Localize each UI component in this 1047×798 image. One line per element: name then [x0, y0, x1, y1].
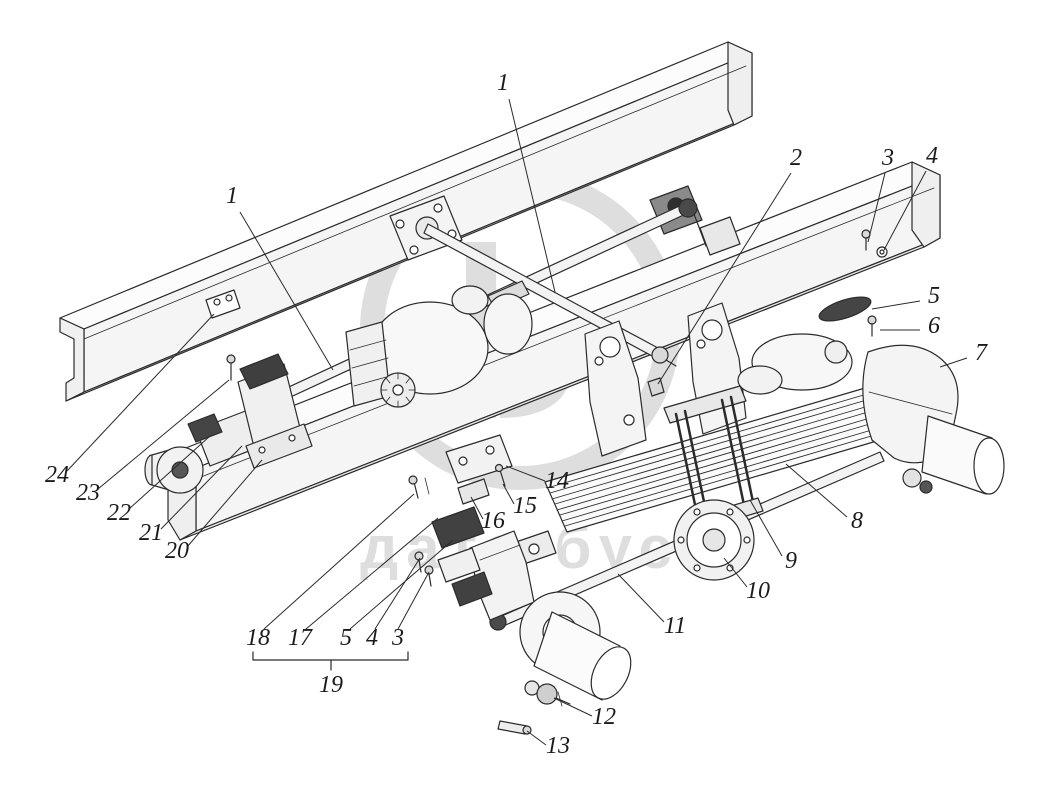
callout-13: 13	[546, 733, 570, 759]
callout-23: 23	[76, 480, 100, 506]
callout-9: 9	[785, 548, 797, 574]
rail-plate	[205, 289, 241, 319]
callout-18: 18	[246, 625, 270, 651]
leader-line-14	[505, 465, 546, 482]
leader-line-7	[939, 357, 968, 368]
nut-item-2	[647, 377, 665, 397]
leader-line-17	[305, 517, 439, 630]
callout-4: 4	[366, 625, 378, 651]
leader-line-9	[749, 499, 783, 557]
callout-4: 4	[926, 143, 938, 169]
callout-1: 1	[497, 70, 509, 96]
leader-line-5	[349, 539, 454, 630]
callout-2: 2	[790, 145, 802, 171]
leader-line-22	[128, 435, 211, 510]
leader-line-1	[508, 98, 556, 293]
group-bracket-19	[252, 651, 409, 671]
callout-7: 7	[975, 340, 988, 366]
torque-rod-upper	[423, 223, 677, 367]
callout-20: 20	[165, 538, 189, 564]
leader-line-15	[502, 483, 515, 505]
callout-15: 15	[513, 493, 537, 519]
callout-8: 8	[851, 508, 863, 534]
leader-line-10	[723, 557, 748, 588]
front-axle-differential	[345, 285, 533, 408]
callout-5: 5	[928, 283, 940, 309]
front-axle-end	[408, 475, 632, 735]
callout-11: 11	[664, 613, 686, 639]
callout-3: 3	[391, 625, 404, 651]
rubber-pad	[187, 413, 223, 443]
callout-19: 19	[319, 672, 343, 698]
leader-line-12	[553, 697, 593, 717]
left-bracket-cluster	[144, 353, 313, 494]
right-axle-end	[862, 344, 1005, 495]
valve-fitting	[524, 680, 571, 707]
leader-line-3	[397, 571, 430, 630]
callout-12: 12	[592, 704, 616, 730]
callout-17: 17	[288, 625, 313, 651]
callout-22: 22	[107, 500, 131, 526]
callout-16: 16	[481, 508, 505, 534]
shock-bracket	[445, 434, 513, 505]
leader-line-23	[97, 379, 230, 490]
trunnion-hub	[673, 499, 755, 581]
u-bolts	[674, 395, 755, 521]
leader-line-5	[871, 300, 921, 310]
callout-21: 21	[139, 520, 163, 546]
rubber-cushion	[239, 353, 289, 390]
leader-line-24	[66, 313, 215, 472]
leader-line-21	[160, 445, 243, 530]
callout-14: 14	[545, 468, 569, 494]
finned-cover-icon	[380, 372, 416, 408]
callout-24: 24	[45, 462, 69, 488]
pin	[497, 720, 532, 735]
leader-line-13	[526, 730, 547, 746]
leader-line-2	[657, 172, 792, 385]
leader-line-16	[470, 496, 484, 520]
callout-10: 10	[746, 578, 770, 604]
leader-line-1	[239, 211, 334, 371]
leader-line-18	[263, 493, 415, 630]
leader-line-8	[785, 463, 848, 518]
callout-6: 6	[928, 313, 940, 339]
callout-3: 3	[881, 145, 894, 171]
leader-line-11	[617, 573, 665, 623]
rear-axle-housing	[737, 333, 853, 395]
callout-1: 1	[226, 183, 238, 209]
spring-pad-and-bolts	[818, 229, 888, 337]
leader-line-3	[867, 172, 886, 243]
spring-pad-dark-2	[451, 571, 493, 607]
spring-pad-dark	[431, 506, 485, 549]
leader-line-20	[186, 459, 263, 548]
leader-line-4	[883, 170, 927, 251]
leader-line-4	[374, 557, 421, 630]
callout-5: 5	[340, 625, 352, 651]
